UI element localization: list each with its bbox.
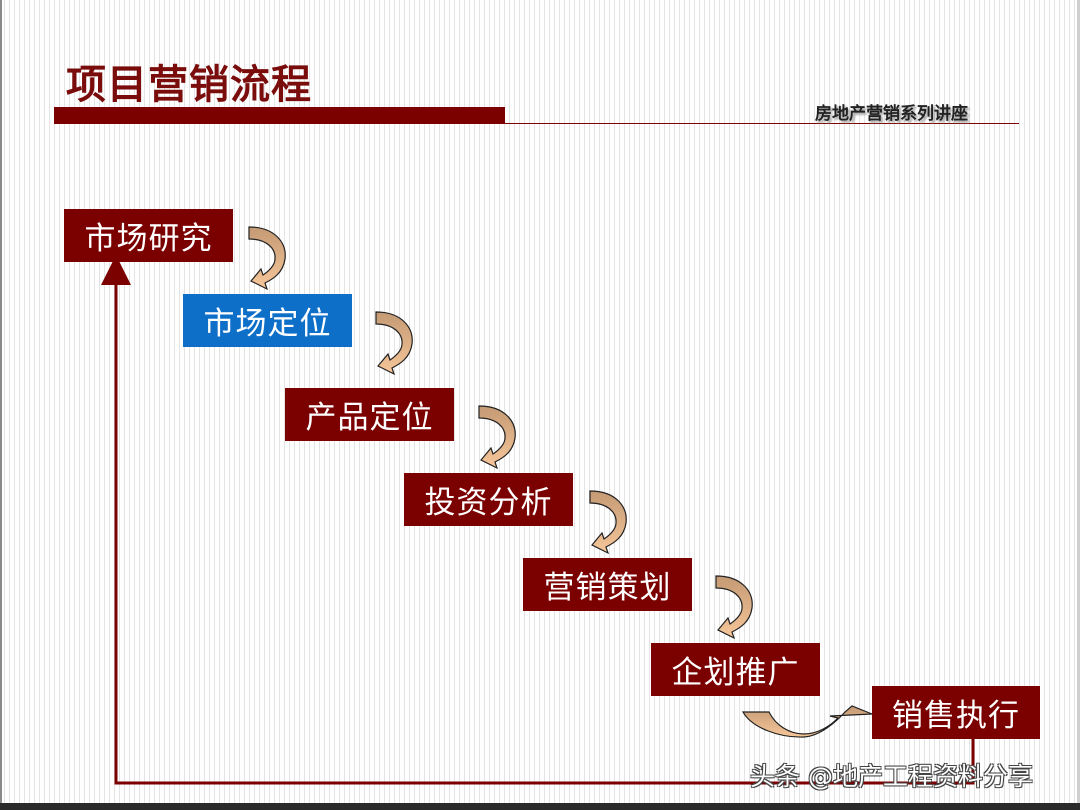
step-label: 投资分析	[424, 485, 553, 521]
step-label: 企划推广	[671, 655, 800, 691]
step-label: 产品定位	[305, 400, 434, 436]
step-label: 营销策划	[543, 570, 672, 606]
slide-bottom-edge	[0, 803, 1080, 810]
watermark: 头条 @地产工程资料分享	[750, 762, 1033, 791]
curved-arrow-icon	[375, 311, 413, 376]
curved-arrow-icon	[715, 575, 753, 640]
slide-right-edge	[1077, 0, 1080, 803]
slide-title: 项目营销流程	[66, 61, 312, 108]
curved-arrow-icon	[248, 226, 286, 291]
step-label: 市场研究	[84, 221, 213, 257]
u-turn-arrow-icon	[741, 705, 873, 738]
feedback-loop-line	[101, 255, 975, 785]
step-label: 市场定位	[203, 306, 332, 342]
slide-left-edge	[0, 0, 2, 810]
series-label: 房地产营销系列讲座	[815, 104, 968, 124]
step-marketing-planning: 营销策划	[523, 558, 692, 611]
step-market-positioning: 市场定位	[183, 294, 352, 347]
step-product-positioning: 产品定位	[285, 388, 454, 441]
step-sales-execution: 销售执行	[872, 686, 1040, 739]
step-promotion: 企划推广	[651, 643, 820, 696]
step-investment-analysis: 投资分析	[404, 473, 573, 526]
curved-arrow-icon	[589, 490, 627, 555]
curved-arrow-icon	[478, 405, 516, 470]
title-underline-bar	[54, 107, 505, 124]
step-market-research: 市场研究	[64, 209, 233, 262]
step-label: 销售执行	[892, 698, 1020, 734]
title-rule-line	[505, 123, 1019, 124]
